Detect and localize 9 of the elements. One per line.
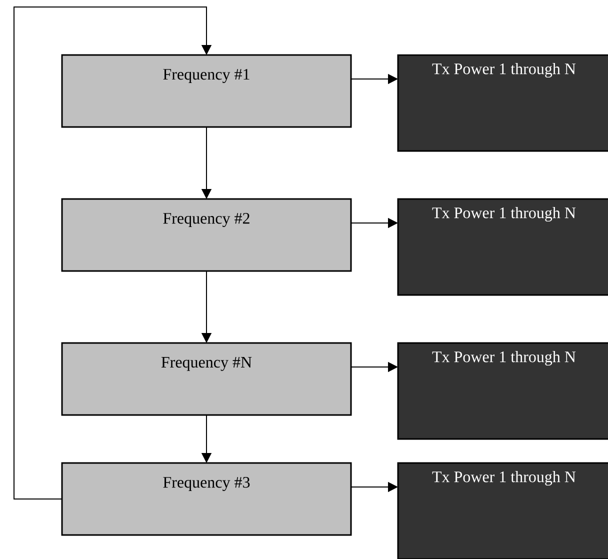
power-box: Tx Power 1 through N	[397, 342, 608, 440]
frequency-box: Frequency #1	[61, 54, 352, 128]
arrow	[14, 6, 212, 500]
power-box: Tx Power 1 through N	[397, 198, 608, 296]
power-box: Tx Power 1 through N	[397, 54, 608, 152]
frequency-box: Frequency #3	[61, 462, 352, 536]
power-box: Tx Power 1 through N	[397, 462, 608, 559]
frequency-box: Frequency #N	[61, 342, 352, 416]
frequency-box: Frequency #2	[61, 198, 352, 272]
